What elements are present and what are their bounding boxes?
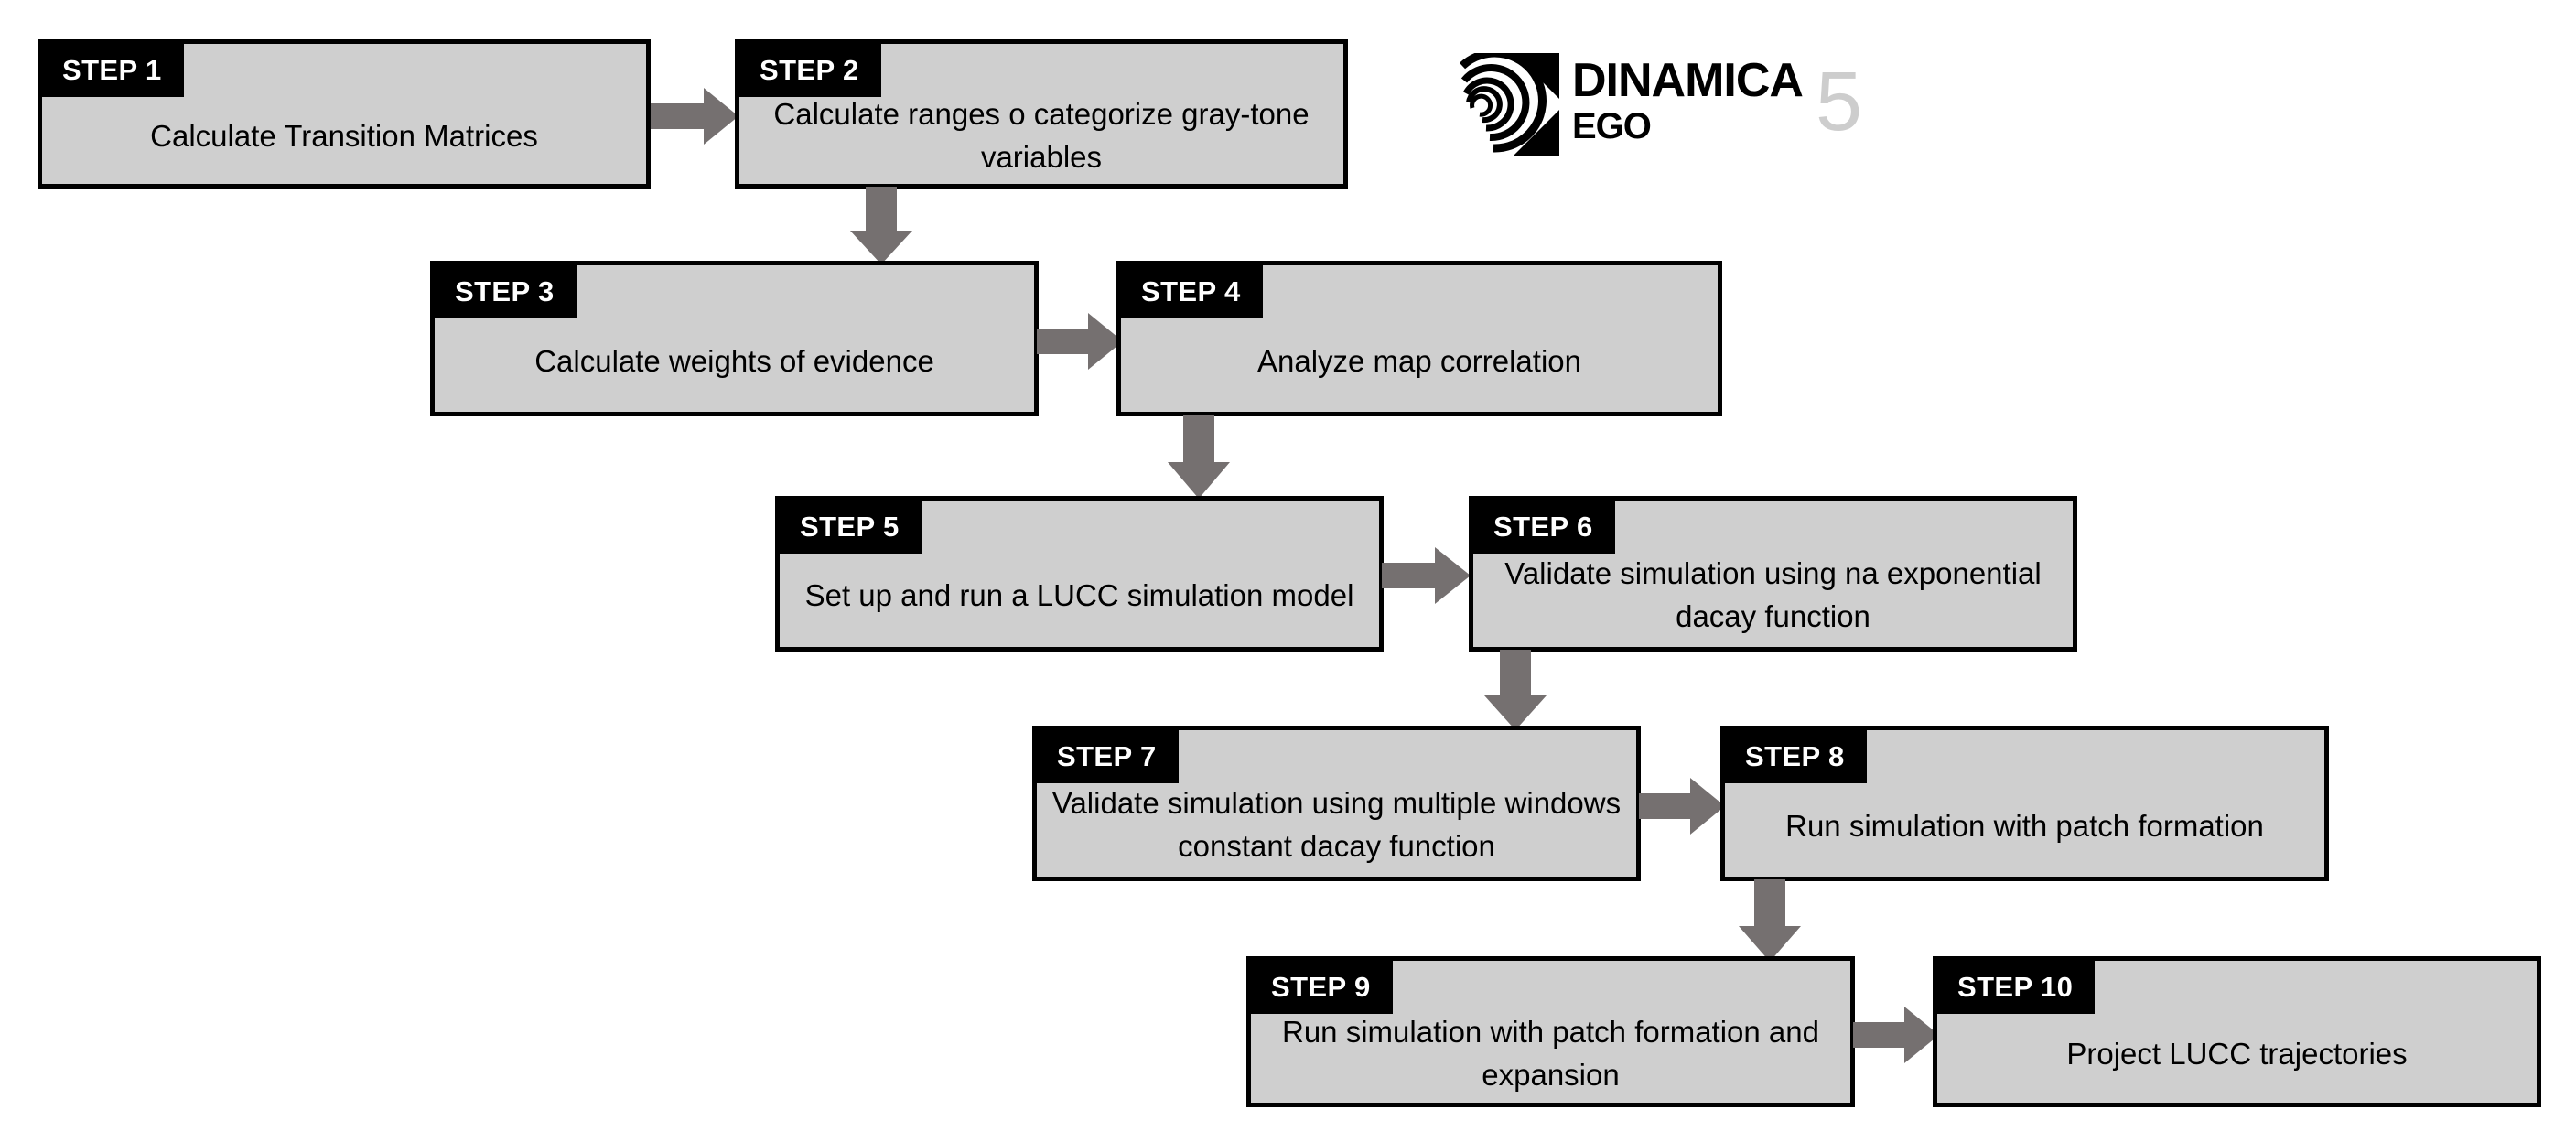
arrow-step3-to-step4 — [1037, 313, 1123, 370]
arrow-step1-to-step2 — [651, 88, 738, 145]
step-tab-4: STEP 4 — [1121, 265, 1263, 318]
dinamica-spiral-icon — [1457, 48, 1559, 156]
step-tab-2: STEP 2 — [739, 44, 881, 97]
step-label-3: Calculate weights of evidence — [534, 343, 934, 378]
arrow-step5-to-step6 — [1382, 547, 1471, 604]
logo-version-number: 5 — [1816, 55, 1863, 148]
step-label-10: Project LUCC trajectories — [2066, 1037, 2408, 1072]
step-label-8: Run simulation with patch formation — [1785, 808, 2264, 843]
step-box-1[interactable]: STEP 1 Calculate Transition Matrices — [38, 39, 651, 188]
step-box-9[interactable]: STEP 9 Run simulation with patch formati… — [1246, 956, 1855, 1107]
step-label-6: Validate simulation using na exponential… — [1504, 556, 2042, 633]
step-label-7: Validate simulation using multiple windo… — [1051, 786, 1622, 863]
step-box-2[interactable]: STEP 2 Calculate ranges o categorize gra… — [735, 39, 1348, 188]
step-label-4: Analyze map correlation — [1256, 343, 1581, 378]
arrow-step6-to-step7 — [1484, 650, 1547, 730]
step-box-7[interactable]: STEP 7 Validate simulation using multipl… — [1032, 726, 1641, 881]
logo-word-ego: EGO — [1572, 106, 1652, 146]
arrow-step2-to-step3 — [850, 187, 912, 264]
step-tab-3: STEP 3 — [435, 265, 577, 318]
arrow-step9-to-step10 — [1853, 1007, 1939, 1063]
step-box-3[interactable]: STEP 3 Calculate weights of evidence — [430, 261, 1039, 416]
step-box-6[interactable]: STEP 6 Validate simulation using na expo… — [1469, 496, 2077, 652]
step-tab-7: STEP 7 — [1037, 730, 1179, 783]
step-tab-8: STEP 8 — [1725, 730, 1867, 783]
step-tab-10: STEP 10 — [1937, 961, 2096, 1014]
step-label-5: Set up and run a LUCC simulation model — [804, 577, 1354, 612]
step-label-1: Calculate Transition Matrices — [150, 119, 538, 154]
step-box-4[interactable]: STEP 4 Analyze map correlation — [1116, 261, 1722, 416]
logo-wordmark: DINAMICA EGO — [1572, 55, 1810, 157]
arrow-step8-to-step9 — [1739, 879, 1801, 962]
step-tab-9: STEP 9 — [1251, 961, 1393, 1014]
dinamica-ego-logo: DINAMICA EGO 5 — [1457, 48, 1914, 163]
step-box-10[interactable]: STEP 10 Project LUCC trajectories — [1933, 956, 2541, 1107]
step-box-8[interactable]: STEP 8 Run simulation with patch formati… — [1720, 726, 2329, 881]
step-tab-5: STEP 5 — [780, 501, 922, 554]
step-tab-6: STEP 6 — [1473, 501, 1615, 554]
step-box-5[interactable]: STEP 5 Set up and run a LUCC simulation … — [775, 496, 1384, 652]
step-label-2: Calculate ranges o categorize gray-tone … — [773, 96, 1310, 174]
step-label-9: Run simulation with patch formation and … — [1282, 1014, 1819, 1092]
step-tab-1: STEP 1 — [42, 44, 184, 97]
logo-word-dinamica: DINAMICA — [1572, 54, 1804, 107]
arrow-step4-to-step5 — [1168, 415, 1230, 499]
arrow-step7-to-step8 — [1639, 778, 1725, 835]
